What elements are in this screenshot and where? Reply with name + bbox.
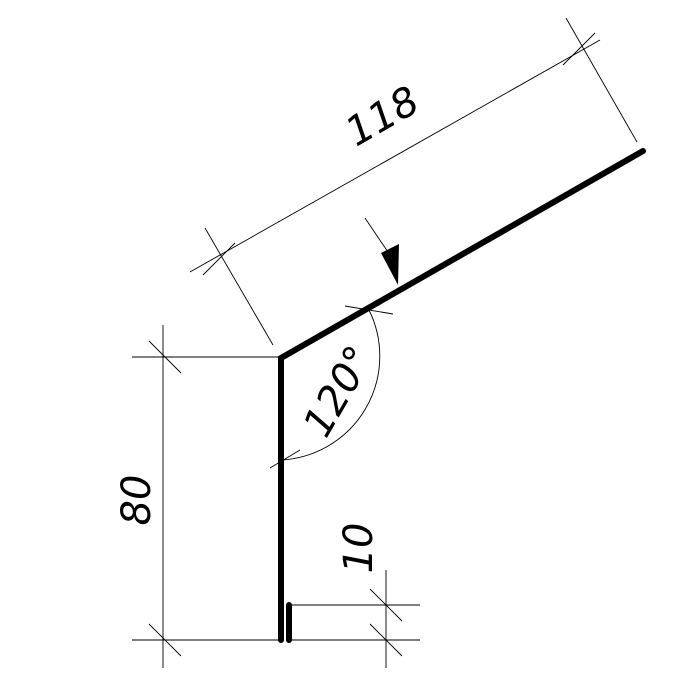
tick-left-bottom	[148, 623, 182, 657]
section-arrow	[364, 217, 399, 285]
tick-left-top	[148, 340, 182, 374]
dimension-top-length: 118	[189, 17, 638, 346]
label-left-height: 80	[114, 475, 160, 526]
tick-top-right	[562, 32, 596, 66]
tick-hem-bottom	[369, 623, 403, 657]
dimension-hem-length: 10	[292, 523, 420, 668]
dim-line-top	[189, 39, 601, 273]
label-bend-angle: 120°	[295, 338, 383, 444]
angle-arc	[280, 309, 381, 461]
section-arrow-head	[381, 244, 399, 285]
tick-top-left	[202, 242, 236, 276]
dimension-left-height: 80	[114, 325, 278, 668]
label-top-length: 118	[338, 78, 427, 156]
label-hem-length: 10	[336, 523, 382, 574]
tick-angle-bottom	[269, 449, 301, 469]
extension-line-top-left	[204, 227, 274, 346]
tick-hem-top	[369, 588, 403, 622]
profile-line	[278, 148, 646, 643]
extension-line-top-right	[565, 17, 638, 143]
